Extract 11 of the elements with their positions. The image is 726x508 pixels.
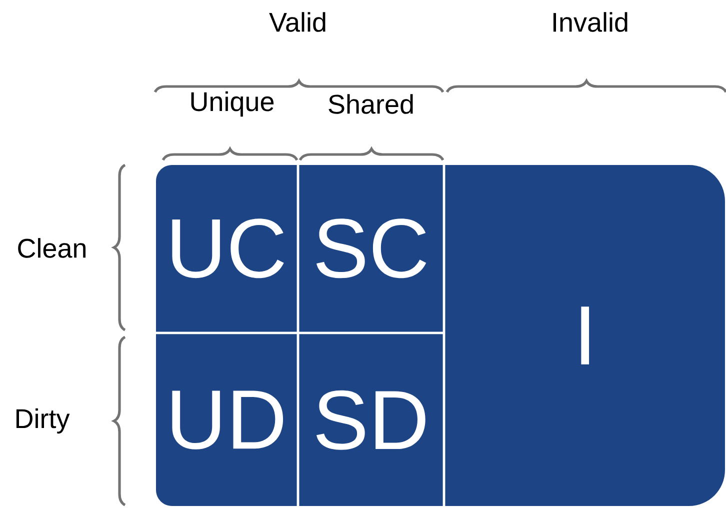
bracket-label: Valid (269, 12, 326, 32)
grid-cell: UD (156, 334, 297, 506)
bracket-label: Dirty (16, 408, 70, 434)
bracket-label: Unique (191, 91, 274, 117)
grid-cell: I (445, 165, 725, 506)
grid-cell: SD (299, 334, 443, 506)
bracket-label: Shared (328, 94, 413, 114)
grid-cell: UC (156, 165, 297, 332)
bracket-label: Invalid (553, 12, 628, 32)
bracket-label: Clean (18, 238, 86, 258)
grid-cell: SC (299, 165, 443, 332)
